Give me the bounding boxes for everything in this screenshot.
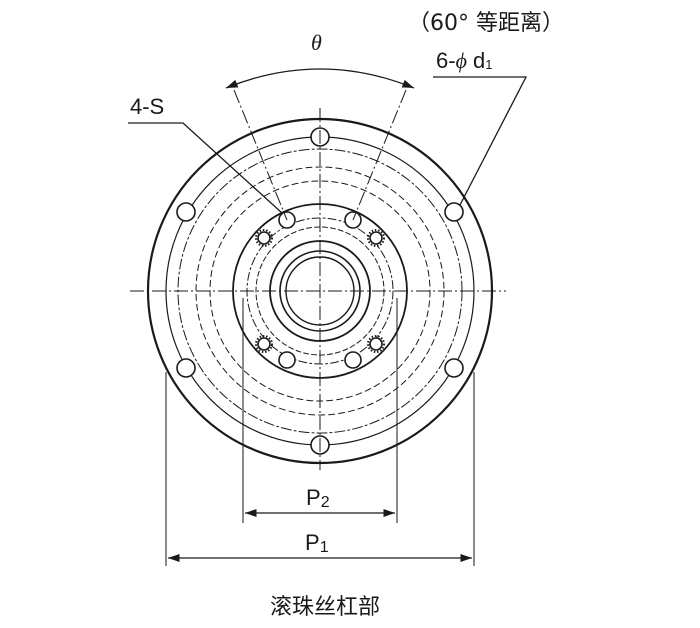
mounting-hole-upper-left [176,202,196,222]
mounting-hole-lower-right [444,358,464,378]
screw-knurl-lower-right [367,335,385,353]
p1-label: P1 [305,530,329,556]
radial-line-left [233,89,288,221]
screw-upper-right [369,231,383,245]
tapped-hole-lower-right [344,351,362,369]
mounting-hole-upper-right [444,202,464,222]
screw-lower-left [257,337,271,351]
tapped-hole-lower-left [278,351,296,369]
tapped-holes-label: 4-S [130,94,164,119]
spacing-note-label: （60° 等距离） [408,11,564,36]
p2-label: P2 [306,485,330,511]
radial-line-right [352,89,407,221]
theta-angle-arc [225,68,415,89]
caption-label: 滚珠丝杠部 [270,595,380,620]
screw-knurl-lower-left [255,335,273,353]
screw-knurl-upper-left [255,229,273,247]
screw-lower-right [369,337,383,351]
theta-label: θ [311,30,322,55]
leader-4s [128,122,283,214]
screw-knurl-upper-right [367,229,385,247]
mounting-hole-lower-left [176,358,196,378]
screw-upper-left [257,231,271,245]
leader-6-phi-d1 [433,76,528,206]
